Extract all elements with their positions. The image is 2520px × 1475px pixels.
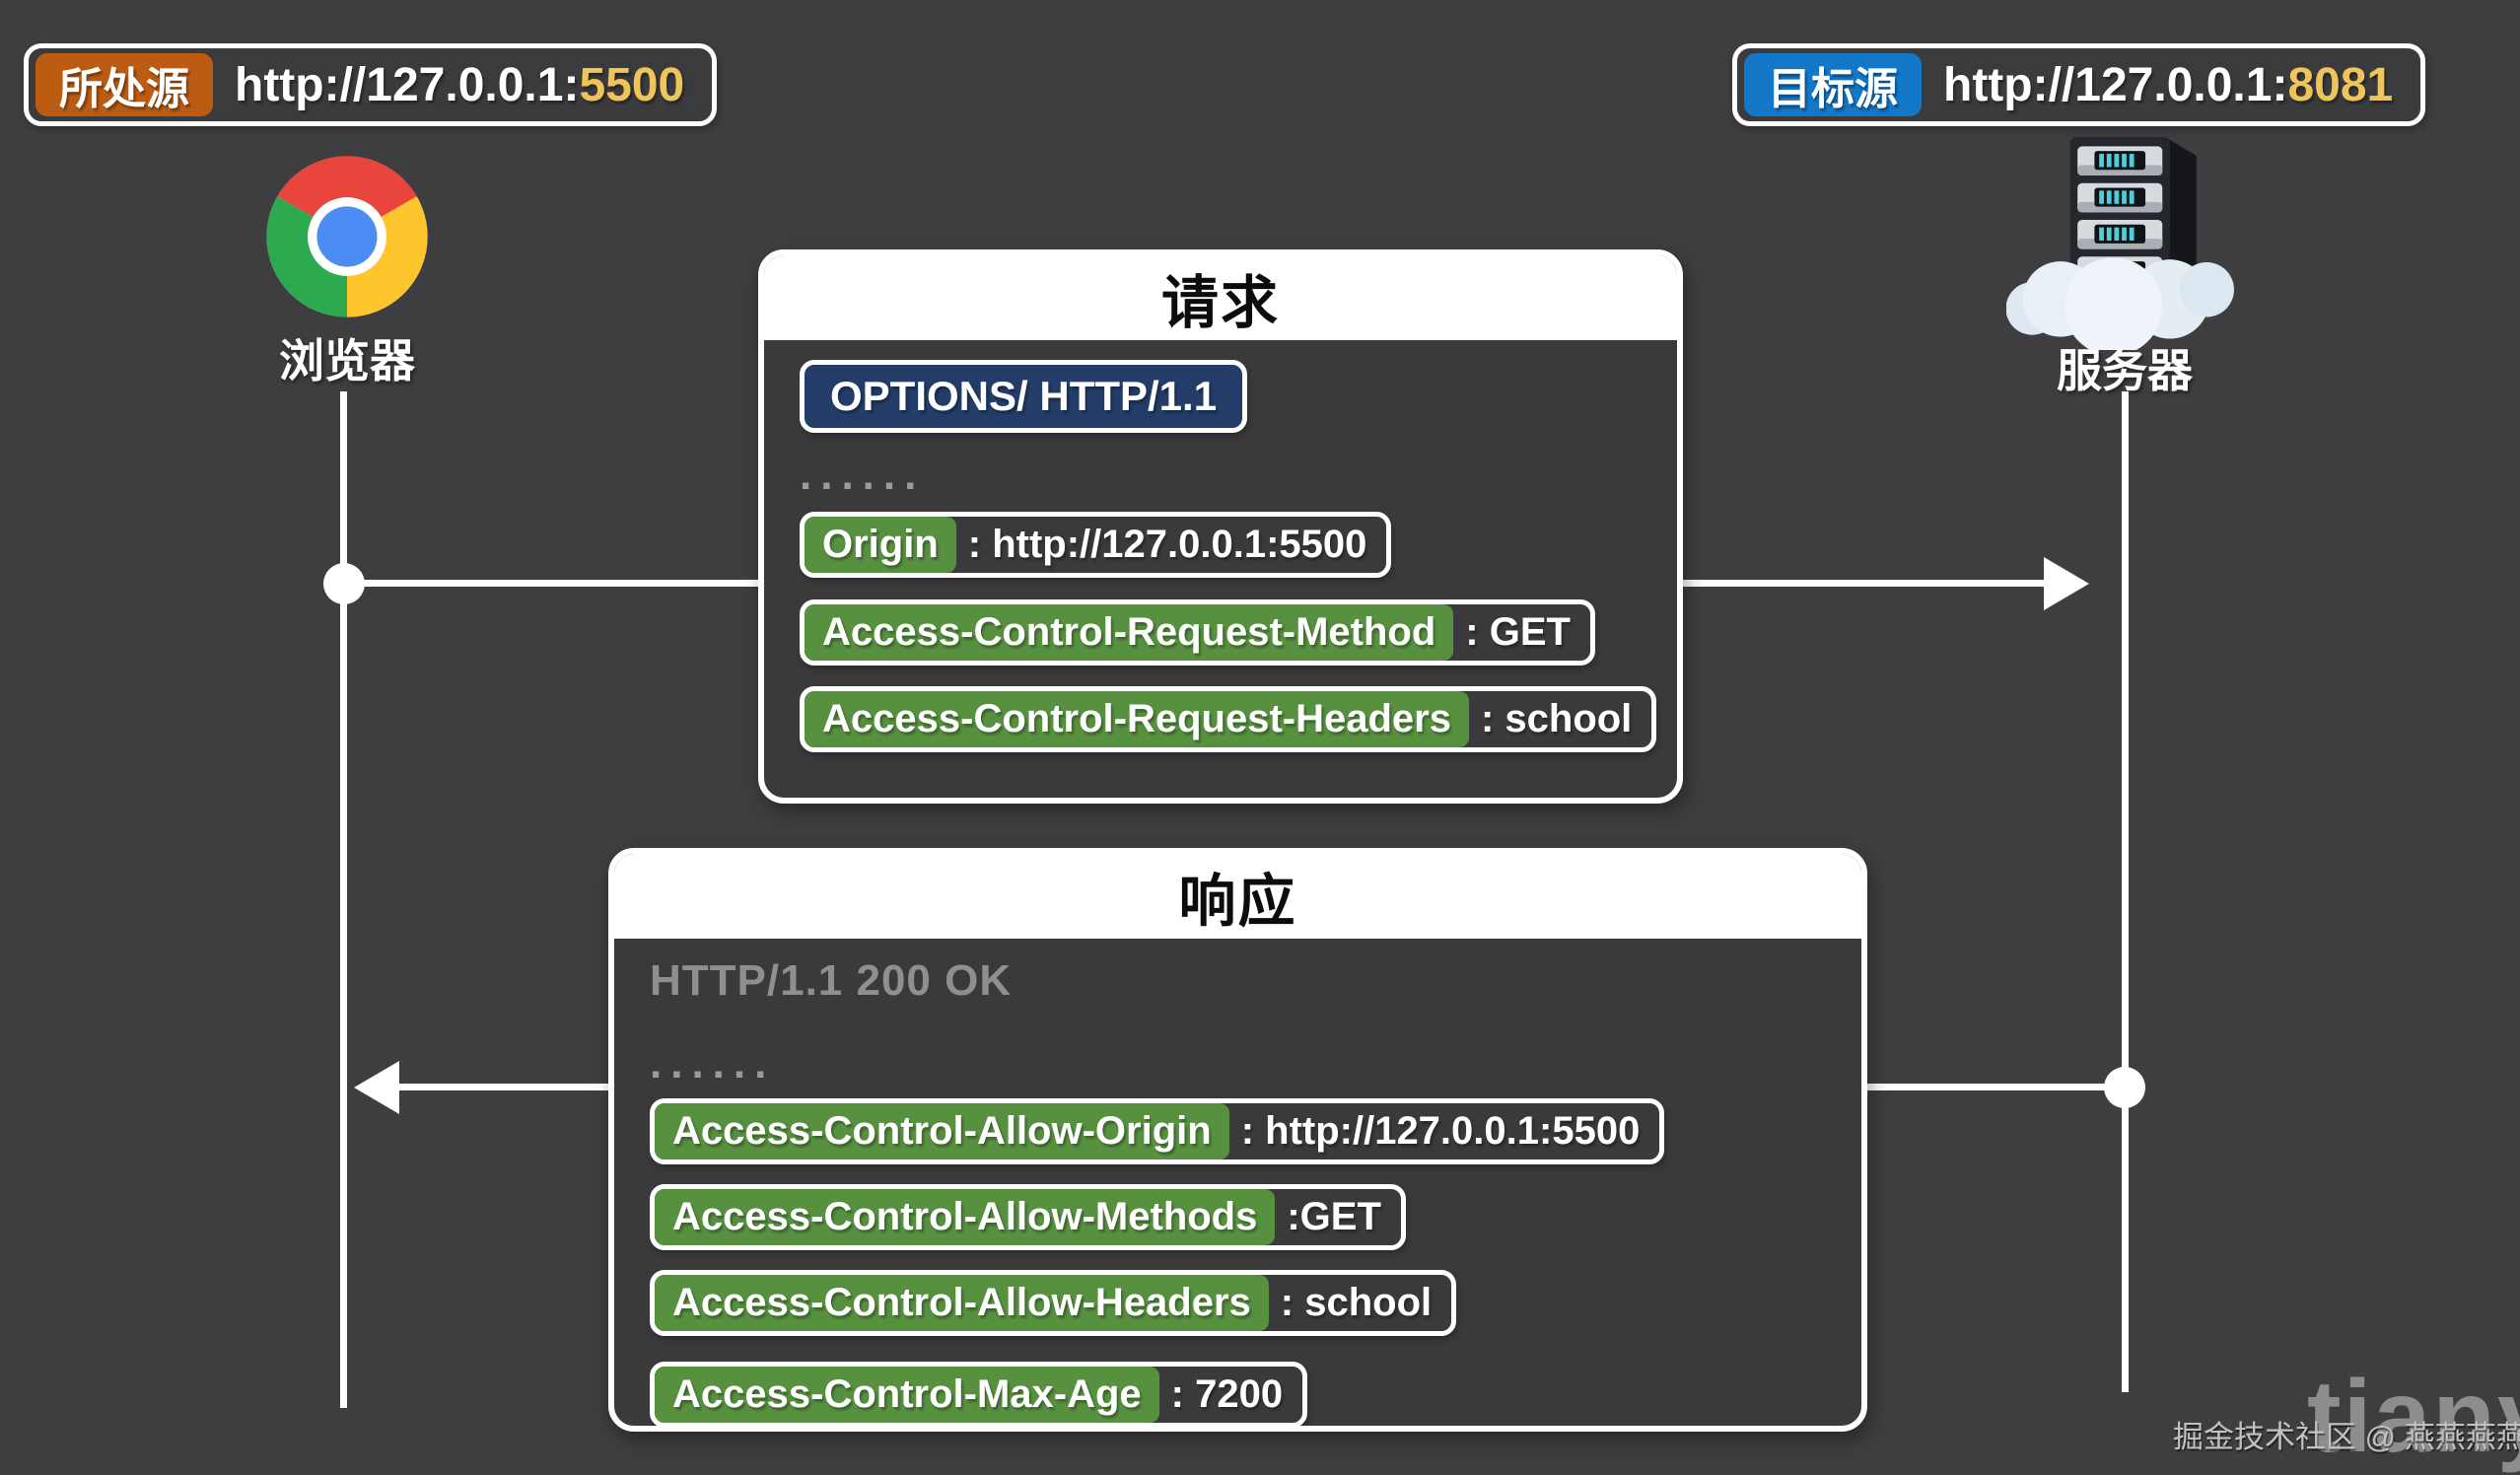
header-value: : GET bbox=[1465, 610, 1571, 654]
response-arrowhead-icon bbox=[354, 1061, 399, 1114]
header-value: : school bbox=[1480, 697, 1633, 740]
ellipsis: ...... bbox=[800, 772, 926, 804]
browser-lifeline bbox=[340, 391, 347, 1408]
request-start-line-badge: OPTIONS/ HTTP/1.1 bbox=[800, 360, 1248, 433]
response-header-allow-methods: Access-Control-Allow-Methods :GET bbox=[650, 1184, 1406, 1250]
request-box-title: 请求 bbox=[764, 255, 1677, 340]
response-header-max-age: Access-Control-Max-Age : 7200 bbox=[650, 1362, 1308, 1426]
response-box: 响应 HTTP/1.1 200 OK ...... Access-Control… bbox=[608, 848, 1867, 1432]
source-origin-tag: 所处源 bbox=[35, 53, 213, 116]
ellipsis: ...... bbox=[650, 1039, 776, 1088]
response-box-body: HTTP/1.1 200 OK ...... Access-Control-Al… bbox=[614, 939, 1861, 1426]
request-header-origin: Origin : http://127.0.0.1:5500 bbox=[800, 512, 1392, 578]
ellipsis: ...... bbox=[800, 451, 926, 499]
source-origin-pill: 所处源 http://127.0.0.1:5500 bbox=[24, 43, 718, 126]
header-value: : school bbox=[1280, 1281, 1433, 1324]
response-origin-dot bbox=[2104, 1067, 2145, 1108]
request-box: 请求 OPTIONS/ HTTP/1.1 ...... Origin : htt… bbox=[758, 249, 1683, 804]
target-origin-tag: 目标源 bbox=[1744, 53, 1922, 116]
request-box-body: OPTIONS/ HTTP/1.1 ...... Origin : http:/… bbox=[764, 340, 1677, 804]
header-name: Access-Control-Allow-Origin bbox=[655, 1103, 1229, 1159]
header-name: Origin bbox=[805, 517, 956, 573]
watermark-small: 掘金技术社区 @ 燕燕燕燕燕 bbox=[2173, 1420, 2520, 1454]
header-value: :GET bbox=[1287, 1195, 1381, 1238]
server-icon bbox=[2006, 136, 2234, 350]
header-name: Access-Control-Request-Method bbox=[805, 604, 1454, 661]
target-origin-url: http://127.0.0.1:8081 bbox=[1943, 58, 2393, 112]
header-value: : 7200 bbox=[1170, 1372, 1284, 1416]
watermark-large: tianyu bbox=[2307, 1360, 2520, 1474]
header-name: Access-Control-Request-Headers bbox=[805, 691, 1469, 747]
server-label: 服务器 bbox=[2057, 345, 2193, 396]
header-value: : http://127.0.0.1:5500 bbox=[1240, 1109, 1641, 1153]
request-origin-dot bbox=[323, 563, 365, 604]
response-box-title: 响应 bbox=[614, 854, 1861, 939]
response-header-allow-origin: Access-Control-Allow-Origin : http://127… bbox=[650, 1098, 1665, 1164]
target-url-prefix: http://127.0.0.1: bbox=[1943, 58, 2288, 111]
header-value: : http://127.0.0.1:5500 bbox=[967, 523, 1367, 566]
response-header-allow-headers: Access-Control-Allow-Headers : school bbox=[650, 1270, 1457, 1336]
header-name: Access-Control-Allow-Methods bbox=[655, 1189, 1276, 1245]
browser-label: 浏览器 bbox=[279, 335, 415, 386]
chrome-browser-icon bbox=[266, 156, 428, 317]
source-origin-url: http://127.0.0.1:5500 bbox=[235, 58, 684, 112]
target-url-port: 8081 bbox=[2287, 58, 2394, 111]
source-url-port: 5500 bbox=[579, 58, 685, 111]
response-status-line: HTTP/1.1 200 OK bbox=[650, 956, 1013, 1005]
request-header-method: Access-Control-Request-Method : GET bbox=[800, 599, 1595, 666]
request-arrowhead-icon bbox=[2044, 557, 2089, 610]
header-name: Access-Control-Max-Age bbox=[655, 1367, 1159, 1423]
server-lifeline bbox=[2122, 391, 2129, 1392]
request-header-headers: Access-Control-Request-Headers : school bbox=[800, 686, 1657, 752]
header-name: Access-Control-Allow-Headers bbox=[655, 1275, 1269, 1331]
request-start-line: OPTIONS/ HTTP/1.1 bbox=[830, 373, 1218, 419]
source-url-prefix: http://127.0.0.1: bbox=[235, 58, 580, 111]
target-origin-pill: 目标源 http://127.0.0.1:8081 bbox=[1732, 43, 2426, 126]
